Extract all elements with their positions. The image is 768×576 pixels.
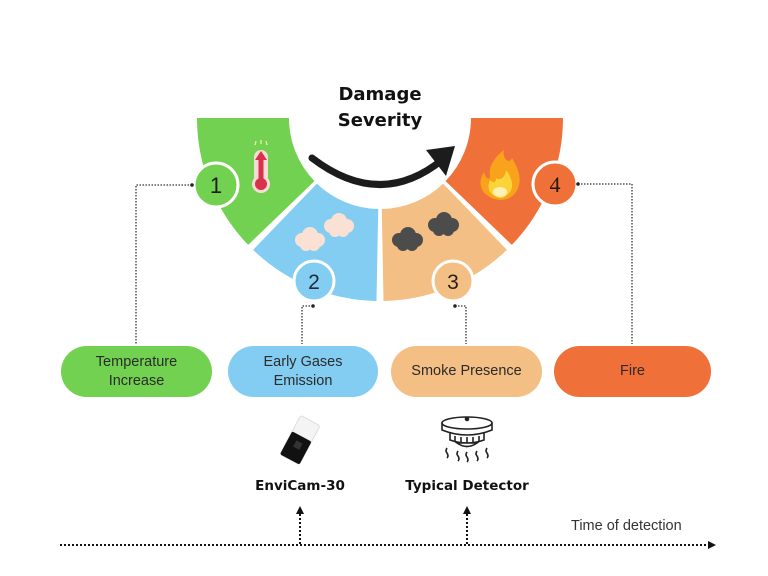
- stage-number-4: 4: [550, 172, 561, 197]
- stage-badge-2: [292, 259, 336, 303]
- stage-pill-smoke-presence: Smoke Presence: [391, 346, 542, 397]
- envicam-device-icon: [280, 415, 320, 465]
- stage-label-1: Temperature Increase: [95, 353, 178, 389]
- detection-markers: [299, 512, 468, 544]
- connector-1: [135, 184, 192, 344]
- title-line-2: Severity: [337, 110, 423, 131]
- stage-pill-temperature-increase: Temperature Increase: [61, 346, 212, 397]
- envicam-label: EnviCam-30: [255, 478, 345, 494]
- stage-number-3: 3: [447, 271, 459, 294]
- stage-pill-early-gases: Early Gases Emission: [228, 346, 378, 397]
- stage-segment-3: [381, 183, 507, 301]
- title-line-1: Damage: [338, 84, 422, 105]
- time-axis-arrowhead: [708, 541, 716, 549]
- damage-severity-title: Damage Severity: [300, 82, 460, 134]
- connector-4: [578, 183, 633, 344]
- time-of-detection-label: Time of detection: [571, 518, 682, 534]
- connectors: [135, 183, 633, 344]
- typical-detector-label: Typical Detector: [405, 478, 529, 494]
- dark-clouds-icon: [392, 212, 459, 251]
- severity-arrowhead: [426, 146, 455, 176]
- stage-label-3: Smoke Presence: [411, 363, 522, 379]
- stage-badge-3: [431, 259, 475, 303]
- light-clouds-icon: [295, 213, 354, 251]
- severity-arrow: [308, 154, 446, 188]
- connector-2: [301, 305, 313, 344]
- stage-pill-fire: Fire: [554, 346, 711, 397]
- stage-label-4: Fire: [620, 363, 645, 379]
- stage-label-2: Early Gases Emission: [263, 353, 343, 389]
- stage-badge-1: [192, 161, 240, 209]
- stage-number-1: 1: [210, 173, 222, 198]
- fire-icon: [480, 150, 520, 200]
- thermometer-icon: [252, 140, 270, 193]
- stage-number-2: 2: [308, 271, 320, 294]
- connector-3: [455, 305, 467, 344]
- smoke-detector-icon: [441, 416, 493, 463]
